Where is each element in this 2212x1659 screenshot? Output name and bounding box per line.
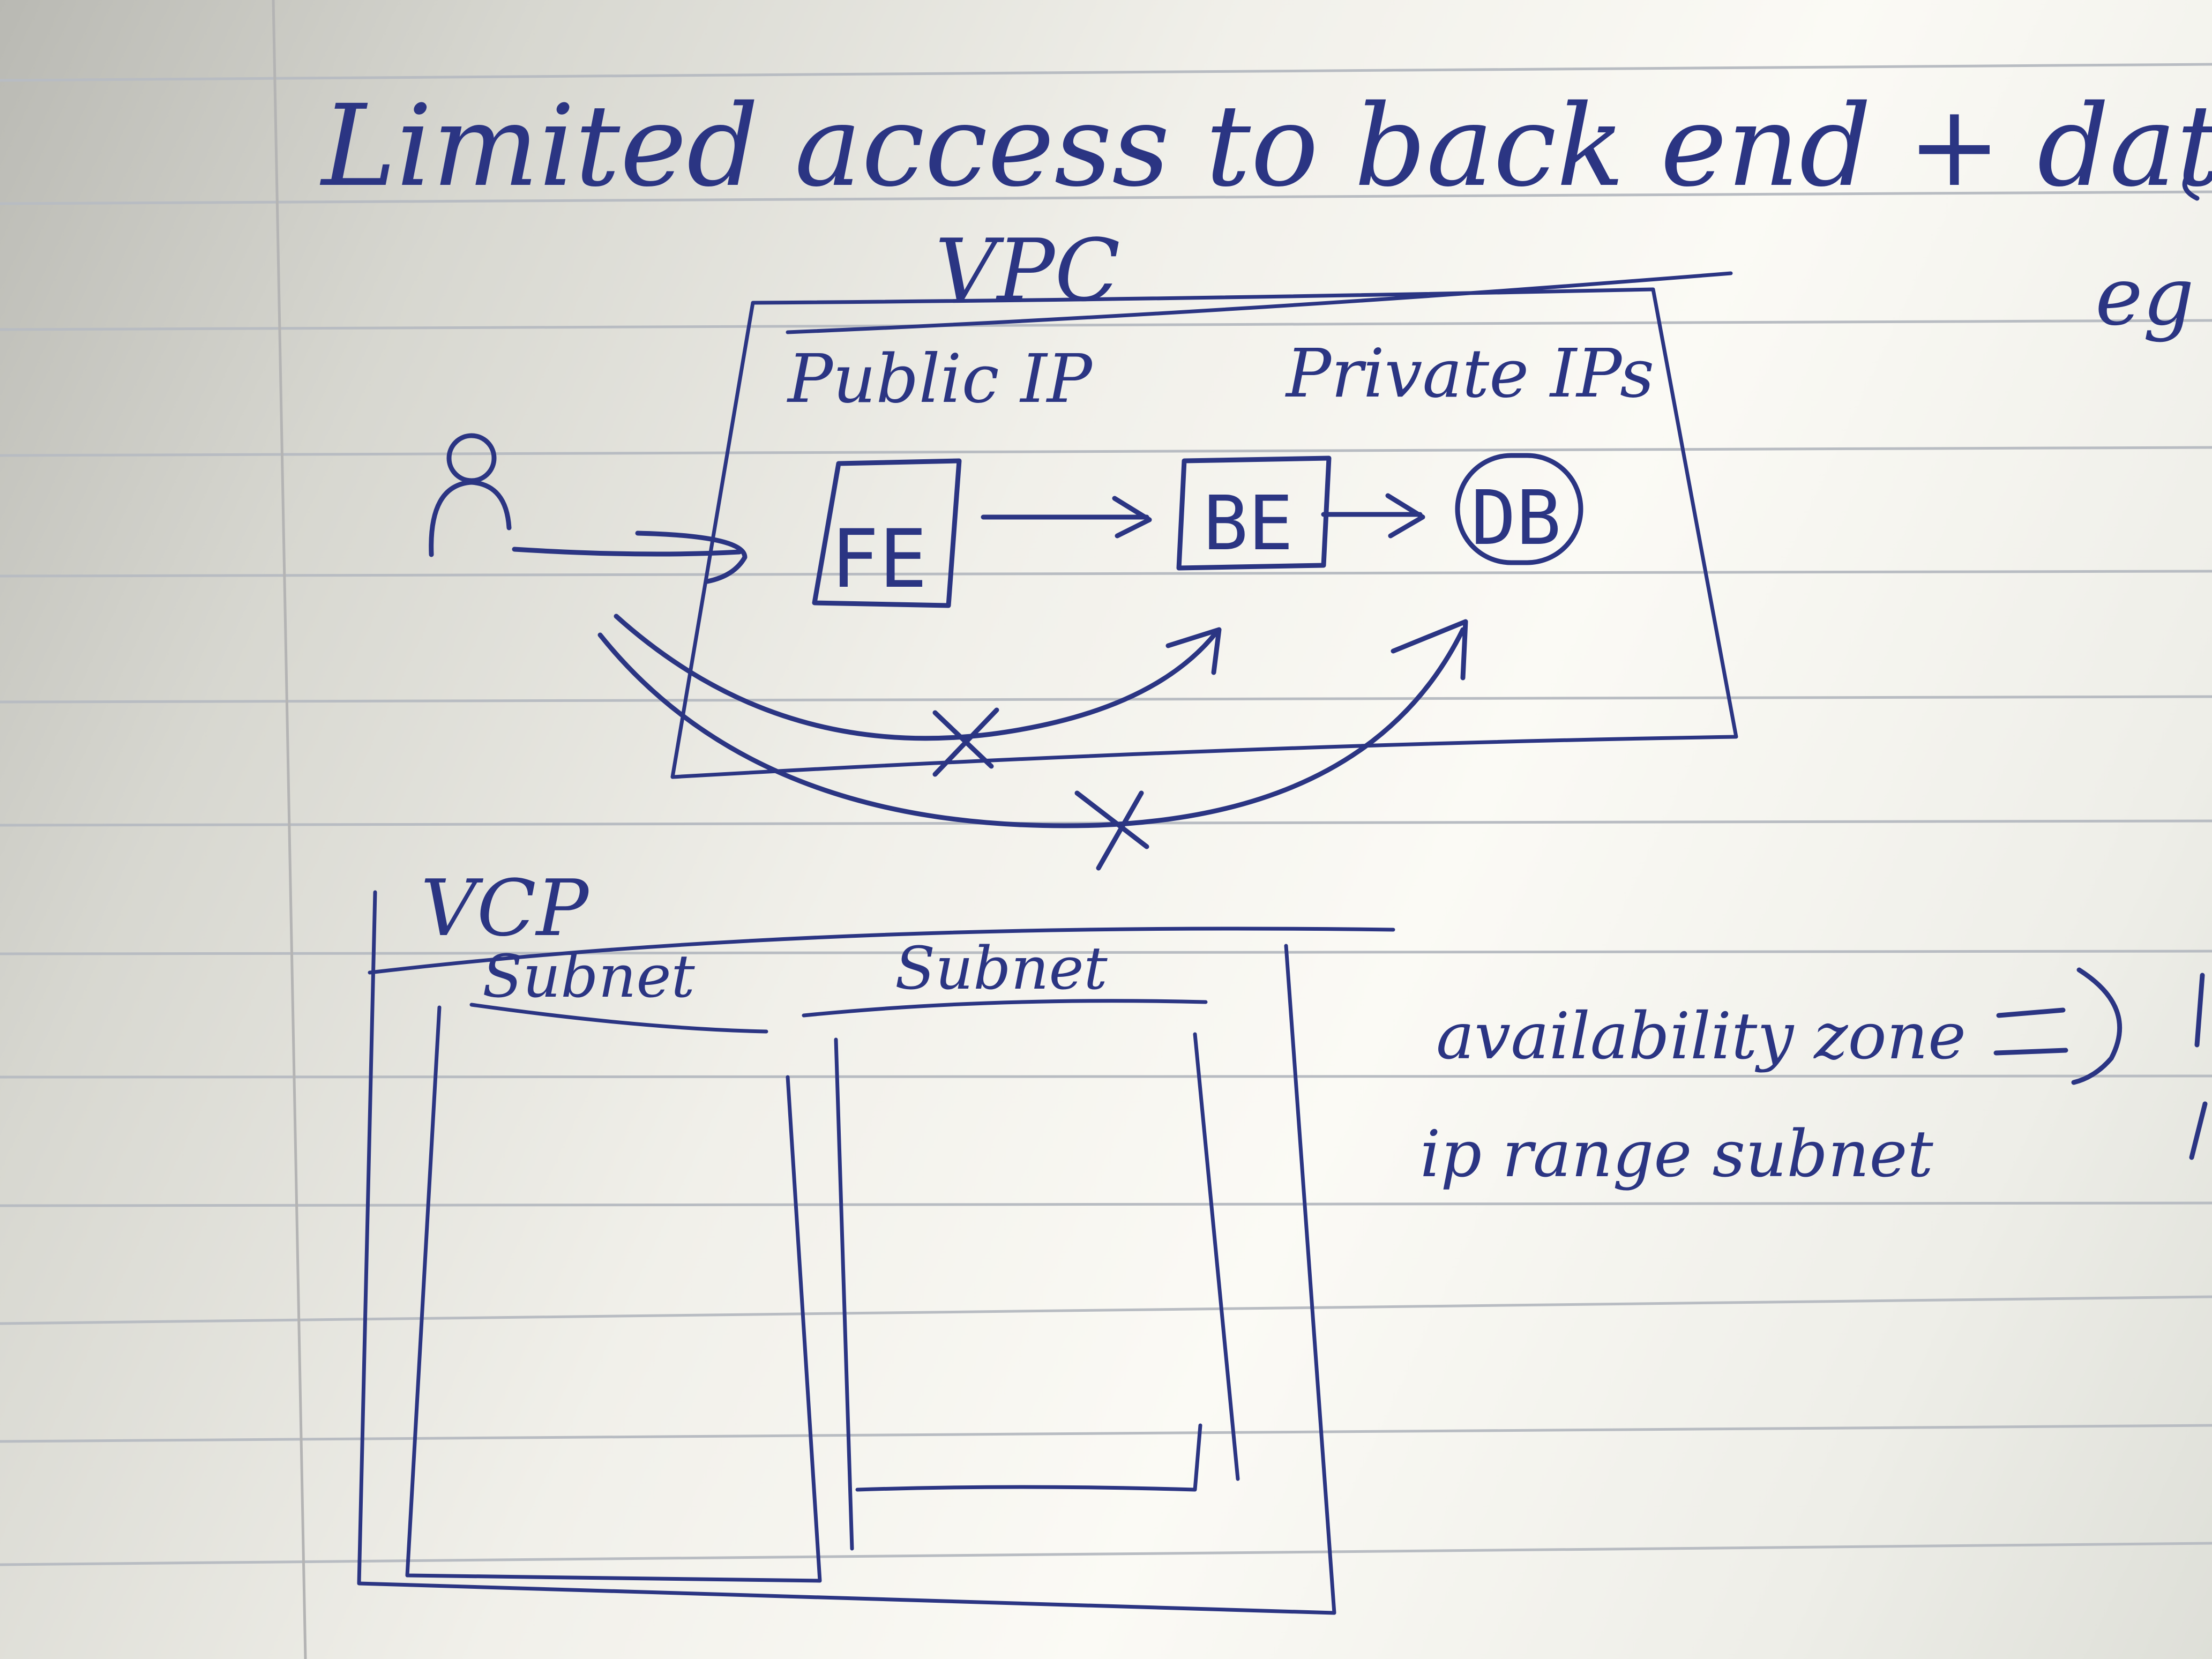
availability-zone-note: availability zone — [1436, 999, 1966, 1074]
ruled-lines — [0, 63, 2212, 1566]
page-title: Limited access to back end + database — [319, 80, 2212, 212]
subnet-label: Subnet — [895, 934, 1108, 1003]
arrow-user-to-fe — [512, 530, 748, 584]
backend-node: BE — [1176, 455, 1332, 571]
public-ip-label: Public IP — [787, 340, 1093, 418]
frontend-node: FE — [812, 458, 962, 608]
person-icon — [429, 433, 512, 557]
flow-arrows — [512, 493, 1468, 828]
backend-label: BE — [1203, 480, 1294, 567]
subnet-box — [405, 1003, 822, 1583]
arrow-blocked-to-be — [614, 614, 1222, 741]
margin-line — [272, 0, 307, 1659]
private-ips-label: Private IPs — [1285, 335, 1654, 413]
subnet-label: Subnet — [482, 942, 696, 1011]
x-mark-icon — [932, 707, 999, 777]
ip-range-subnet-note: ip range subnet — [1420, 1117, 1933, 1192]
vpc-label: VPC — [935, 220, 1120, 320]
arrow-fe-to-be — [981, 496, 1152, 539]
cut-off-marks — [2182, 169, 2208, 1160]
subnet-box — [802, 999, 1240, 1551]
frontend-label: FE — [831, 513, 928, 606]
arrow-blocked-to-db — [597, 619, 1468, 828]
x-mark-icon — [1074, 790, 1149, 871]
vcp-boundary — [357, 890, 1395, 1615]
implies-arrow-icon — [1993, 967, 2123, 1085]
arrow-be-to-db — [1321, 493, 1425, 539]
vpc-diagram: VPC Public IP Private IPs FE BE DB — [429, 220, 1738, 871]
database-label: DB — [1471, 475, 1561, 562]
database-node: DB — [1455, 453, 1583, 565]
vpc-boundary — [670, 271, 1738, 779]
subnet-diagram: VCP Subnet Subnet — [357, 863, 1395, 1615]
margin-note: eg — [2095, 250, 2194, 343]
vcp-label: VCP — [421, 863, 590, 954]
